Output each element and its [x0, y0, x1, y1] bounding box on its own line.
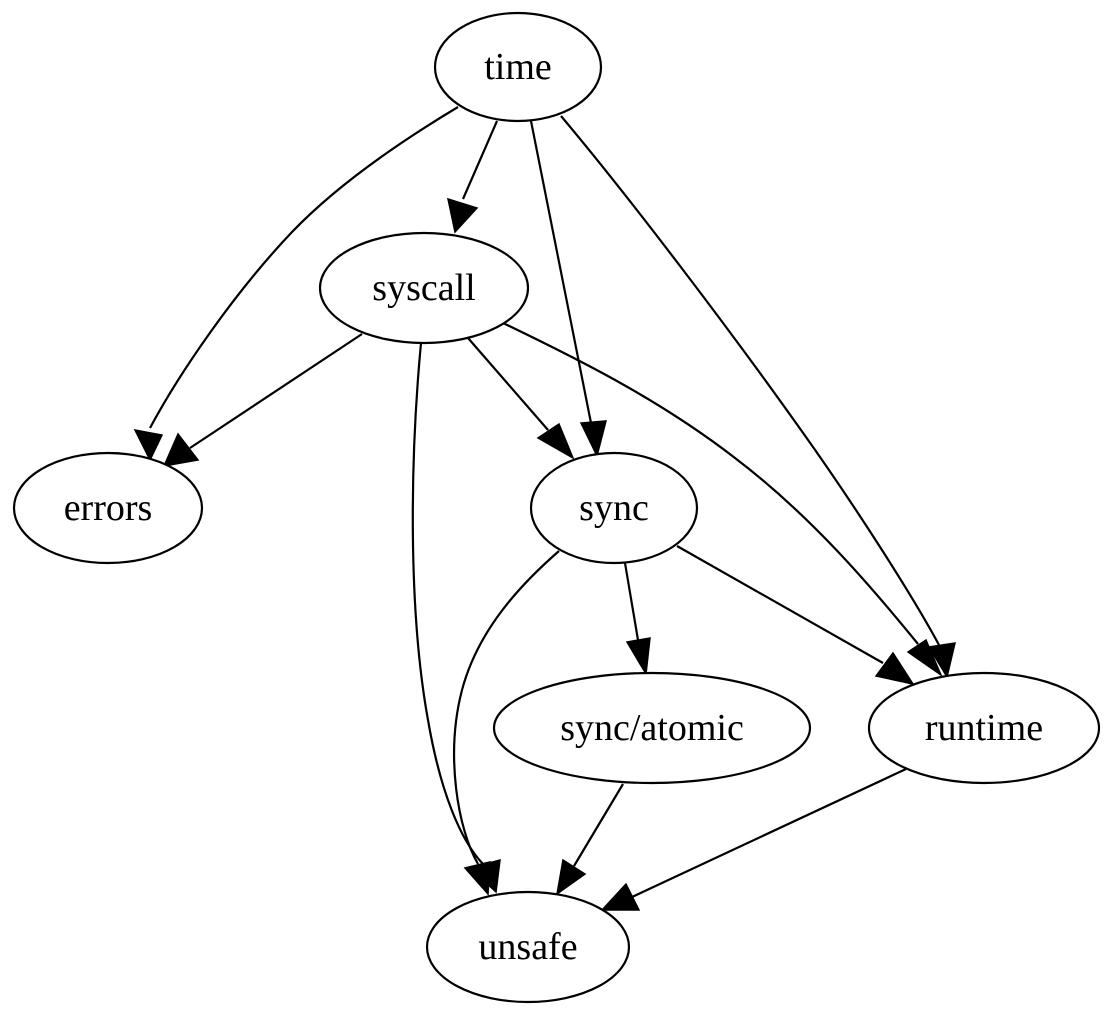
edge-syscall-to-sync-arrowhead	[536, 422, 575, 460]
edge-sync-atomic-to-unsafe	[555, 783, 624, 896]
edge-syscall-to-errors	[162, 333, 363, 467]
edge-time-to-errors-line	[149, 106, 459, 429]
edge-syscall-to-unsafe-line	[411, 342, 484, 865]
edge-time-to-syscall	[447, 120, 499, 234]
node-sync-label: sync	[579, 487, 649, 529]
edge-sync-to-unsafe-arrowhead	[463, 861, 491, 896]
node-unsafe-label: unsafe	[478, 926, 577, 968]
edge-syscall-to-errors-arrowhead	[162, 432, 200, 467]
node-unsafe: unsafe	[425, 890, 631, 1004]
node-syscall-label: syscall	[372, 267, 475, 309]
node-syscall: syscall	[318, 231, 530, 345]
node-runtime-label: runtime	[925, 707, 1043, 749]
edge-syscall-to-runtime-arrowhead	[906, 638, 943, 678]
edge-syscall-to-errors-line	[189, 333, 363, 449]
node-time: time	[433, 11, 603, 123]
nodes-layer: time syscall errors sync sync/atomic run…	[12, 11, 1101, 1004]
node-syscall-shape	[318, 231, 530, 345]
edge-time-to-sync-line	[529, 120, 593, 424]
node-sync-atomic-shape	[492, 671, 812, 785]
node-runtime-shape	[867, 671, 1101, 785]
edge-syscall-to-unsafe	[411, 342, 501, 894]
node-sync-atomic: sync/atomic	[492, 671, 812, 785]
edge-sync-atomic-to-unsafe-arrowhead	[555, 858, 587, 896]
edge-sync-to-sync-atomic-line	[623, 562, 640, 641]
node-unsafe-shape	[425, 890, 631, 1004]
edge-time-to-syscall-line	[461, 120, 499, 200]
node-sync: sync	[529, 451, 699, 565]
edge-time-to-syscall-arrowhead	[447, 197, 479, 234]
edge-syscall-to-sync	[467, 337, 575, 460]
edge-syscall-to-sync-line	[467, 337, 549, 431]
edges-layer	[133, 106, 956, 911]
edge-time-to-sync	[529, 120, 607, 459]
edge-sync-atomic-to-unsafe-line	[573, 783, 624, 867]
edge-sync-to-sync-atomic-arrowhead	[625, 637, 651, 677]
node-errors-shape	[12, 451, 204, 565]
edge-time-to-errors	[133, 106, 459, 462]
node-runtime: runtime	[867, 671, 1101, 785]
node-sync-atomic-label: sync/atomic	[560, 707, 744, 749]
edge-sync-to-unsafe-line	[453, 550, 560, 865]
edge-sync-to-unsafe	[453, 550, 560, 896]
edge-sync-to-sync-atomic	[623, 562, 651, 677]
edge-time-to-runtime-arrowhead	[927, 642, 956, 679]
edge-runtime-to-unsafe	[600, 768, 907, 911]
node-sync-shape	[529, 451, 699, 565]
edge-syscall-to-runtime-line	[502, 322, 919, 645]
edge-sync-to-runtime-line	[676, 545, 884, 664]
edge-sync-to-runtime-arrowhead	[874, 651, 915, 686]
edge-time-to-errors-arrowhead	[133, 428, 164, 462]
node-errors: errors	[12, 451, 204, 565]
edge-syscall-to-runtime	[502, 322, 943, 678]
node-time-label: time	[484, 46, 552, 88]
edge-runtime-to-unsafe-line	[631, 768, 907, 898]
edge-sync-to-runtime	[676, 545, 915, 686]
edge-time-to-runtime	[560, 115, 956, 679]
edge-runtime-to-unsafe-arrowhead	[600, 882, 641, 911]
edge-time-to-sync-arrowhead	[579, 420, 607, 459]
edge-time-to-runtime-line	[560, 115, 940, 646]
node-errors-label: errors	[64, 487, 153, 529]
node-time-shape	[433, 11, 603, 123]
